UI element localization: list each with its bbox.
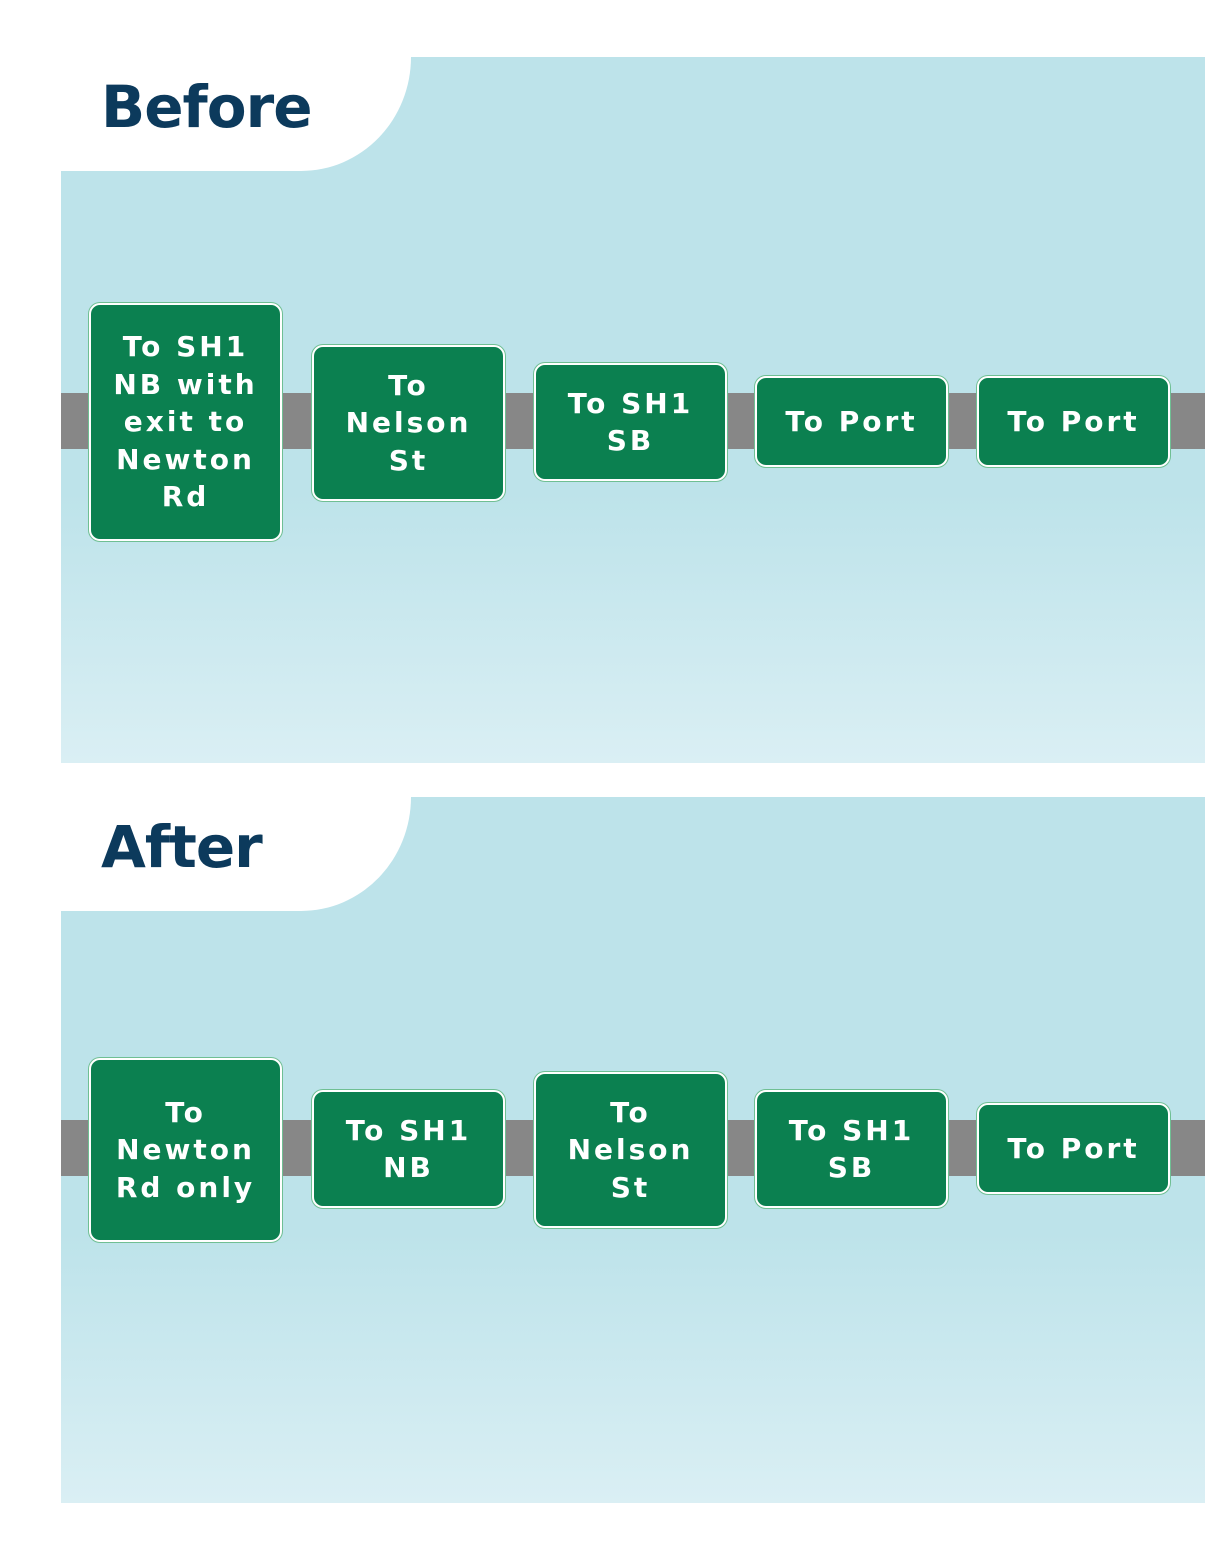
before-sign-4-text: To Port [785, 404, 918, 438]
before-sign-3-text: To SH1 SB [567, 386, 694, 458]
after-sign-4-text: To SH1 SB [788, 1113, 915, 1185]
after-sign-2: To SH1 NB [312, 1090, 505, 1208]
before-sign-5: To Port [977, 376, 1170, 467]
after-sign-1-text: To Newton Rd only [115, 1095, 256, 1204]
before-sign-4: To Port [755, 376, 948, 467]
after-sign-4: To SH1 SB [755, 1090, 948, 1208]
after-sign-5-text: To Port [1007, 1131, 1140, 1165]
before-sign-5-text: To Port [1007, 404, 1140, 438]
after-sign-3: To Nelson St [534, 1072, 727, 1228]
before-panel: Before To SH1 NB with exit to Newton Rd … [61, 57, 1205, 763]
before-title: Before [101, 73, 313, 141]
after-sign-5: To Port [977, 1103, 1170, 1194]
after-sign-2-text: To SH1 NB [345, 1113, 472, 1185]
after-sign-1: To Newton Rd only [89, 1058, 282, 1242]
before-sign-1: To SH1 NB with exit to Newton Rd [89, 303, 282, 541]
before-sign-3: To SH1 SB [534, 363, 727, 481]
after-title: After [101, 813, 263, 881]
after-sign-3-text: To Nelson St [567, 1095, 694, 1204]
before-title-tab: Before [61, 57, 411, 171]
before-sign-1-text: To SH1 NB with exit to Newton Rd [113, 330, 258, 514]
before-sign-2-text: To Nelson St [345, 368, 472, 477]
before-sign-2: To Nelson St [312, 345, 505, 501]
after-panel: After To Newton Rd only To SH1 NB To Nel… [61, 797, 1205, 1503]
after-title-tab: After [61, 797, 411, 911]
